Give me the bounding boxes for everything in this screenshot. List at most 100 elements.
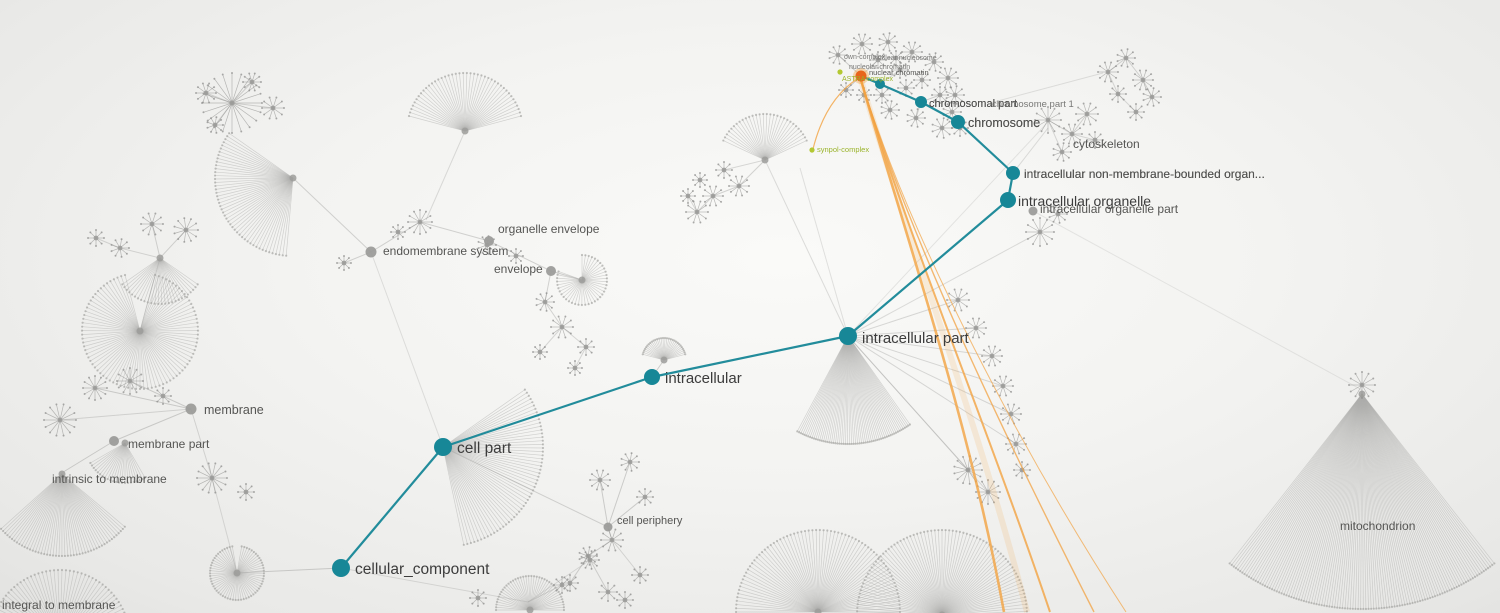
burst-hub-node[interactable] xyxy=(1055,211,1061,217)
burst-hub-node[interactable] xyxy=(931,59,937,65)
term-burst-cluster[interactable] xyxy=(945,85,965,105)
term-burst-cluster[interactable] xyxy=(87,229,105,247)
term-burst-cluster[interactable] xyxy=(43,403,77,437)
term-burst-cluster[interactable] xyxy=(1034,106,1062,134)
burst-hub-node[interactable] xyxy=(117,245,123,251)
term-burst-cluster[interactable] xyxy=(82,375,108,401)
term-label[interactable]: membrane part xyxy=(128,437,210,451)
burst-hub-node[interactable] xyxy=(57,417,63,423)
burst-hub-node[interactable] xyxy=(949,109,955,115)
term-label[interactable]: endomembrane system xyxy=(383,244,508,258)
burst-hub-node[interactable] xyxy=(859,41,865,47)
term-burst-cluster[interactable] xyxy=(550,315,574,339)
burst-hub-node[interactable] xyxy=(939,125,945,131)
node-intracellular-non-membrane-bounded-organelle[interactable] xyxy=(1006,166,1020,180)
burst-hub-node[interactable] xyxy=(475,595,481,601)
fan-hub-node[interactable] xyxy=(289,174,297,182)
term-burst-cluster[interactable] xyxy=(906,108,926,128)
burst-hub-node[interactable] xyxy=(160,393,166,399)
term-node[interactable] xyxy=(1028,206,1038,216)
term-burst-cluster[interactable] xyxy=(878,32,898,52)
burst-hub-node[interactable] xyxy=(1059,149,1065,155)
burst-hub-node[interactable] xyxy=(835,52,841,58)
burst-hub-node[interactable] xyxy=(1123,55,1129,61)
burst-hub-node[interactable] xyxy=(229,100,235,106)
term-burst-cluster[interactable] xyxy=(598,582,618,602)
node-chromatin-link[interactable] xyxy=(875,79,885,89)
burst-hub-node[interactable] xyxy=(93,235,99,241)
term-fan-cluster[interactable] xyxy=(0,470,126,558)
burst-hub-node[interactable] xyxy=(710,193,716,199)
fan-hub-node[interactable] xyxy=(526,606,534,613)
burst-hub-node[interactable] xyxy=(879,92,885,98)
term-burst-cluster[interactable] xyxy=(924,52,944,72)
term-label[interactable]: mitochondrion xyxy=(1340,519,1415,533)
burst-hub-node[interactable] xyxy=(249,79,255,85)
term-fan-cluster[interactable] xyxy=(208,545,266,602)
burst-hub-node[interactable] xyxy=(1000,383,1006,389)
burst-hub-node[interactable] xyxy=(1359,382,1365,388)
burst-hub-node[interactable] xyxy=(243,489,249,495)
burst-hub-node[interactable] xyxy=(1037,229,1043,235)
term-label[interactable]: ASTRA complex xyxy=(842,76,893,83)
burst-hub-node[interactable] xyxy=(513,253,519,259)
term-fan-cluster[interactable] xyxy=(213,132,297,257)
term-burst-cluster[interactable] xyxy=(965,317,987,339)
burst-hub-node[interactable] xyxy=(127,378,133,384)
burst-hub-node[interactable] xyxy=(183,227,189,233)
node-label-cell-part[interactable]: cell part xyxy=(457,440,512,457)
burst-hub-node[interactable] xyxy=(736,183,742,189)
burst-hub-node[interactable] xyxy=(212,122,218,128)
term-burst-cluster[interactable] xyxy=(116,367,144,395)
term-burst-cluster[interactable] xyxy=(1013,461,1031,479)
fan-hub-node[interactable] xyxy=(121,439,129,447)
term-burst-cluster[interactable] xyxy=(140,212,164,236)
term-burst-cluster[interactable] xyxy=(631,566,649,584)
burst-hub-node[interactable] xyxy=(605,589,611,595)
burst-hub-node[interactable] xyxy=(875,57,881,63)
term-fan-cluster[interactable] xyxy=(722,112,808,164)
term-burst-cluster[interactable] xyxy=(1086,131,1104,149)
term-burst-cluster[interactable] xyxy=(336,255,352,271)
term-label[interactable]: cytoskeleton xyxy=(1073,137,1140,151)
node-intracellular-organelle[interactable] xyxy=(1000,192,1016,208)
term-node[interactable] xyxy=(365,246,377,258)
term-burst-cluster[interactable] xyxy=(728,175,750,197)
burst-hub-node[interactable] xyxy=(1133,109,1139,115)
term-burst-cluster[interactable] xyxy=(888,50,904,66)
burst-hub-node[interactable] xyxy=(885,39,891,45)
burst-hub-node[interactable] xyxy=(893,55,899,61)
node-label-cellular-component[interactable]: cellular_component xyxy=(355,561,490,578)
term-burst-cluster[interactable] xyxy=(237,483,255,501)
burst-hub-node[interactable] xyxy=(913,115,919,121)
burst-hub-node[interactable] xyxy=(1140,77,1146,83)
term-node[interactable] xyxy=(185,403,197,415)
term-burst-cluster[interactable] xyxy=(1061,123,1083,145)
term-label[interactable]: intracellular non-membrane-bounded organ… xyxy=(1024,167,1265,181)
term-label[interactable]: intracellular organelle part xyxy=(1040,202,1179,216)
term-burst-cluster[interactable] xyxy=(1048,204,1068,224)
burst-hub-node[interactable] xyxy=(937,92,943,98)
term-burst-cluster[interactable] xyxy=(620,452,640,472)
term-burst-cluster[interactable] xyxy=(1127,103,1145,121)
term-label[interactable]: nucleolar chromatin xyxy=(849,64,910,71)
term-label[interactable]: organelle envelope xyxy=(498,222,600,236)
term-fan-cluster[interactable] xyxy=(494,574,566,613)
burst-hub-node[interactable] xyxy=(92,385,98,391)
term-label[interactable]: synpol-complex xyxy=(817,145,869,154)
term-burst-cluster[interactable] xyxy=(931,86,949,104)
term-burst-cluster[interactable] xyxy=(535,292,555,312)
node-label-chromosomal-part[interactable]: chromosomal part xyxy=(929,98,1017,110)
term-burst-cluster[interactable] xyxy=(616,591,634,609)
burst-hub-node[interactable] xyxy=(567,580,573,586)
term-fan-cluster[interactable] xyxy=(407,71,523,135)
term-burst-cluster[interactable] xyxy=(715,161,733,179)
burst-hub-node[interactable] xyxy=(1092,137,1098,143)
term-burst-cluster[interactable] xyxy=(1348,371,1376,399)
burst-hub-node[interactable] xyxy=(149,221,155,227)
term-fan-cluster[interactable] xyxy=(796,332,912,446)
burst-hub-node[interactable] xyxy=(537,349,543,355)
term-burst-cluster[interactable] xyxy=(508,248,524,264)
